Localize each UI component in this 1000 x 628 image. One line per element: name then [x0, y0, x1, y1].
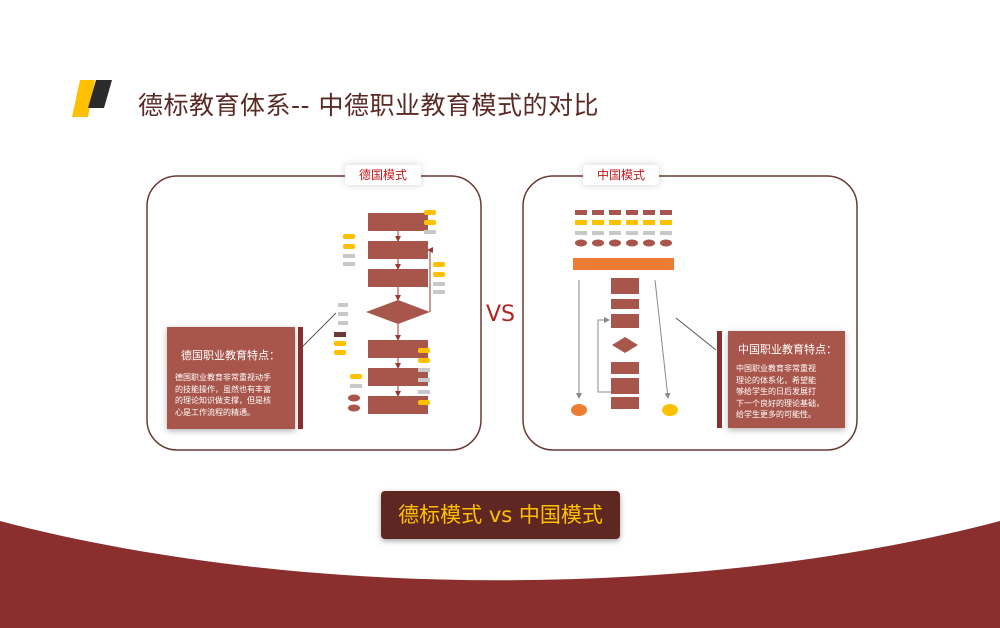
logo-icon	[72, 80, 112, 117]
slide-title: 德标教育体系-- 中德职业教育模式的对比	[138, 91, 599, 120]
german-note-body: 德国职业教育非常重视动手 的技能操作，虽然也有丰富 的理论知识做支撑，但是核 心…	[175, 373, 271, 417]
german-note: 德国职业教育特点： 德国职业教育非常重视动手 的技能操作，虽然也有丰富 的理论知…	[167, 327, 295, 429]
bottom-stripe	[0, 590, 1000, 628]
chinese-connector	[675, 317, 717, 351]
german-panel-frame	[146, 175, 482, 451]
chinese-panel-frame	[522, 175, 858, 451]
chinese-note-bar	[717, 331, 722, 428]
chinese-note-heading: 中国职业教育特点：	[738, 343, 837, 356]
german-panel-label: 德国模式	[345, 165, 422, 185]
chinese-diagram	[571, 210, 678, 416]
chinese-note-body: 中国职业教育非常重视 理论的体系化，希望能 够给学生的日后发展打 下一个良好的理…	[736, 364, 824, 419]
german-note-heading: 德国职业教育特点：	[181, 349, 280, 362]
vs-label: VS	[486, 302, 516, 327]
german-connector	[301, 312, 337, 348]
comparison-banner: 德标模式 vs 中国模式	[381, 491, 620, 539]
german-note-bar	[298, 327, 303, 429]
chinese-note: 中国职业教育特点： 中国职业教育非常重视 理论的体系化，希望能 够给学生的日后发…	[728, 331, 845, 428]
german-flowchart	[334, 210, 445, 414]
chinese-panel-label: 中国模式	[583, 165, 660, 185]
